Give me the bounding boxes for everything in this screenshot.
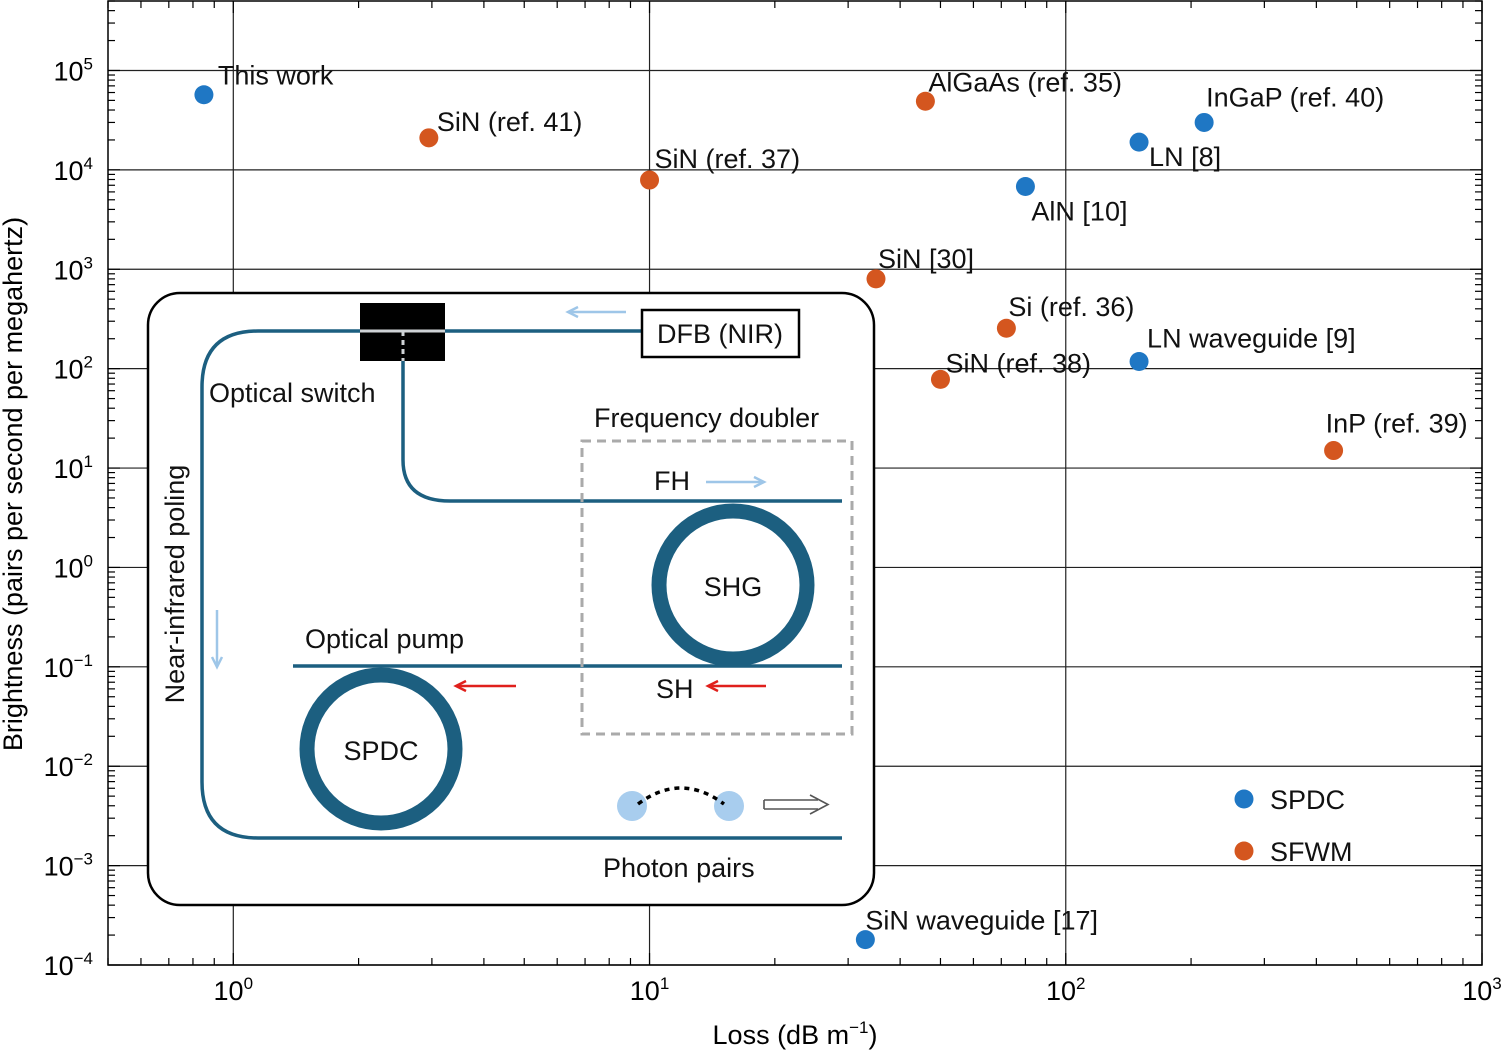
point-ingap-ref-40 (1194, 112, 1214, 132)
point-sin-ref-41 (419, 128, 439, 148)
point-label-sin-ref-37: SiN (ref. 37) (655, 144, 801, 174)
photon-left (617, 791, 647, 821)
fh-label: FH (654, 466, 690, 496)
point-label-sin-ref-38: SiN (ref. 38) (945, 348, 1091, 378)
legend-marker-spdc (1234, 789, 1254, 809)
photon-entanglement-link (636, 786, 726, 806)
legend: SPDC SFWM (1234, 785, 1352, 867)
point-ln-8 (1129, 132, 1149, 152)
arrow-pump-left (453, 679, 516, 693)
switch-drop-waveguide (401, 360, 842, 503)
optical-switch-label: Optical switch (209, 378, 376, 408)
arrow-photon-pairs-out (763, 794, 830, 815)
legend-marker-sfwm (1234, 841, 1254, 861)
spdc-ring (299, 667, 463, 831)
point-label-sin-ref-41: SiN (ref. 41) (437, 107, 583, 137)
point-label-ln-8: LN [8] (1149, 142, 1221, 172)
point-aln-10 (1015, 177, 1035, 197)
point-label-sin-30: SiN [30] (878, 244, 974, 274)
x-tick-label: 101 (630, 974, 670, 1006)
point-algaas-ref-35 (915, 91, 935, 111)
arrow-fh-right (706, 475, 767, 489)
inset-frame (146, 291, 876, 907)
sh-label: SH (656, 674, 694, 704)
x-tick-label: 103 (1462, 974, 1502, 1006)
point-label-si-ref-36: Si (ref. 36) (1008, 292, 1134, 322)
arrow-loop-down (210, 610, 224, 670)
shg-ring (651, 503, 815, 667)
plot-frame (107, 0, 1483, 966)
point-label-this-work: This work (218, 61, 334, 91)
y-tick-label: 100 (53, 551, 93, 583)
dfb-box (640, 308, 801, 359)
point-sin-ref-38 (930, 369, 950, 389)
point-ln-waveguide-9 (1129, 352, 1149, 372)
spdc-ring-label: SPDC (343, 736, 418, 766)
y-tick-label: 10−3 (44, 850, 93, 882)
point-label-algaas-ref-35: AlGaAs (ref. 35) (928, 67, 1122, 97)
point-label-ingap-ref-40: InGaP (ref. 40) (1206, 82, 1384, 112)
minor-ticks (107, 0, 1483, 966)
point-this-work (194, 85, 214, 105)
point-label-inp-ref-39: InP (ref. 39) (1326, 409, 1468, 439)
point-label-aln-10: AlN [10] (1031, 197, 1127, 227)
shg-label: SHG (704, 572, 763, 602)
arrow-sh-left (705, 679, 766, 693)
nir-poling-label: Near-infrared poling (160, 465, 190, 704)
x-axis-title-sup: −1 (849, 1018, 868, 1037)
x-axis-title-end: ) (868, 1020, 877, 1050)
x-axis-title-main: Loss (dB m (713, 1020, 850, 1050)
legend-label-spdc: SPDC (1270, 785, 1345, 815)
x-axis-title: Loss (dB m−1) (713, 1018, 878, 1050)
y-tick-label: 10−1 (44, 651, 93, 683)
tick-labels: 100 101 102 103 10−4 10−3 10−2 10−1 100 101 102 103… (44, 54, 1502, 1006)
y-tick-label: 105 (53, 54, 93, 86)
point-label-sin-waveguide-17: SiN waveguide [17] (865, 906, 1098, 936)
photon-pairs-label: Photon pairs (603, 853, 755, 883)
arrow-dfb-left (565, 305, 626, 319)
point-si-ref-36 (996, 318, 1016, 338)
y-tick-label: 104 (53, 154, 93, 186)
x-tick-label: 100 (214, 974, 254, 1006)
frequency-doubler-label: Frequency doubler (594, 403, 819, 433)
point-label-ln-waveguide-9: LN waveguide [9] (1147, 324, 1356, 354)
optical-pump-label: Optical pump (305, 624, 464, 654)
legend-label-sfwm: SFWM (1270, 837, 1352, 867)
inset-diagram: DFB (NIR) (146, 291, 876, 907)
main-loop-waveguide (200, 329, 842, 840)
y-tick-label: 103 (53, 253, 93, 285)
waveguides (200, 329, 842, 840)
y-tick-label: 10−2 (44, 750, 93, 782)
y-tick-label: 10−4 (44, 949, 93, 981)
frequency-doubler-box (580, 439, 854, 736)
y-tick-label: 102 (53, 353, 93, 385)
y-axis-title: Brightness (pairs per second per megaher… (0, 217, 28, 751)
point-sin-30 (866, 269, 886, 289)
photon-right (714, 791, 744, 821)
point-inp-ref-39 (1324, 441, 1344, 461)
point-sin-waveguide-17 (855, 930, 875, 950)
dfb-label: DFB (NIR) (657, 319, 783, 349)
point-sin-ref-37 (640, 170, 660, 190)
y-tick-label: 101 (53, 452, 93, 484)
x-tick-label: 102 (1046, 974, 1086, 1006)
